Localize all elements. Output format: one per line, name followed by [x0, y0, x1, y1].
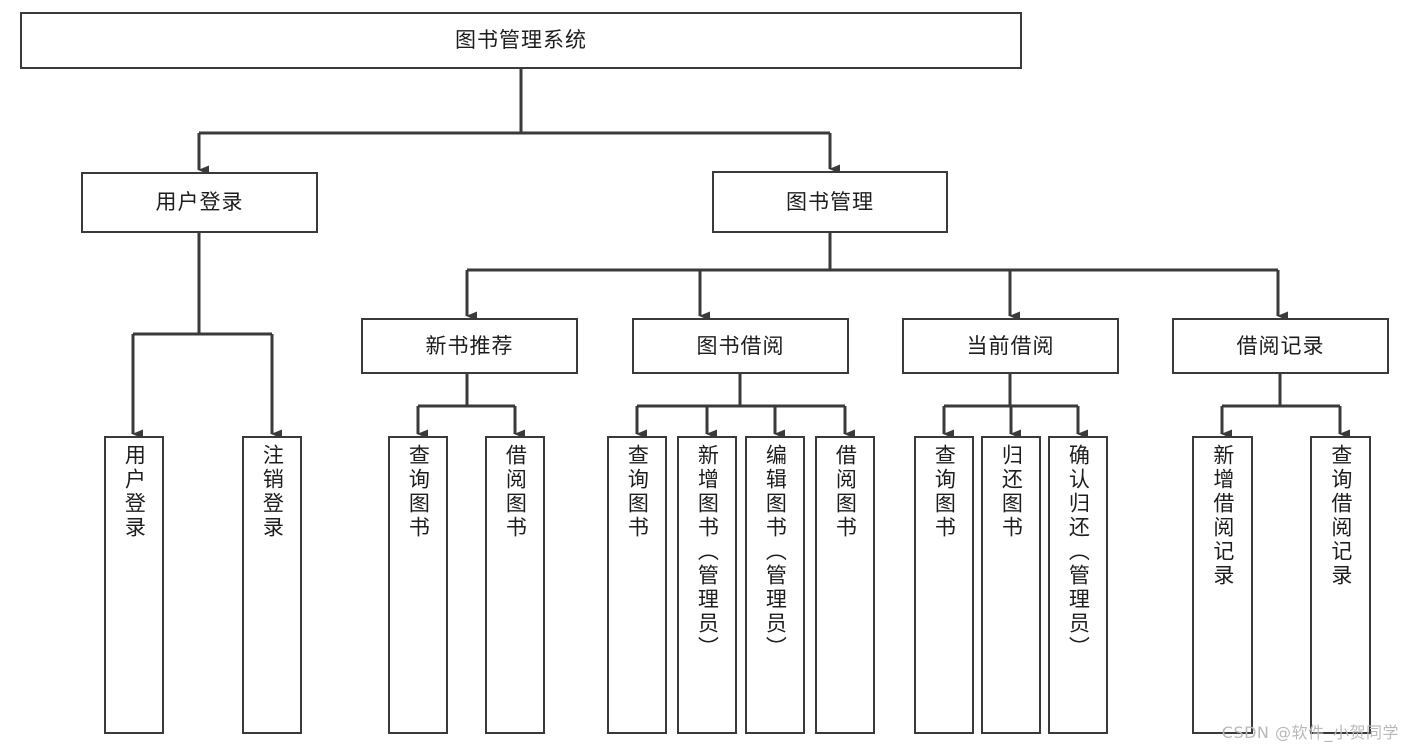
leaf-query-book-borrow[interactable]: 查询图书 — [607, 436, 667, 734]
leaf-query-borrow-record-label: 查询借阅记录 — [1328, 444, 1353, 588]
node-root-label: 图书管理系统 — [455, 28, 587, 53]
leaf-add-borrow-record-label: 新增借阅记录 — [1210, 444, 1235, 588]
leaf-edit-book-admin[interactable]: 编辑图书（管理员） — [745, 436, 805, 734]
leaf-add-borrow-record[interactable]: 新增借阅记录 — [1192, 436, 1253, 734]
node-borrow-records[interactable]: 借阅记录 — [1172, 318, 1389, 374]
leaf-borrow-book-label: 借阅图书 — [833, 444, 858, 540]
node-borrow-records-label: 借阅记录 — [1236, 333, 1325, 358]
leaf-return-book[interactable]: 归还图书 — [981, 436, 1041, 734]
watermark: CSDN @软件_小贺同学 — [1221, 723, 1399, 742]
leaf-confirm-return-admin[interactable]: 确认归还（管理员） — [1048, 436, 1108, 734]
node-book-borrow[interactable]: 图书借阅 — [632, 318, 849, 374]
node-book-borrow-label: 图书借阅 — [696, 333, 785, 358]
leaf-return-book-label: 归还图书 — [999, 444, 1024, 540]
leaf-user-logout-label: 注销登录 — [260, 444, 285, 540]
leaf-borrow-book[interactable]: 借阅图书 — [815, 436, 875, 734]
leaf-query-book-recommend[interactable]: 查询图书 — [388, 436, 448, 734]
leaf-query-book-recommend-label: 查询图书 — [406, 444, 431, 540]
leaf-borrow-book-recommend[interactable]: 借阅图书 — [485, 436, 545, 734]
node-user-login-label: 用户登录 — [155, 190, 244, 215]
leaf-borrow-book-recommend-label: 借阅图书 — [503, 444, 528, 540]
leaf-query-book-current-label: 查询图书 — [932, 444, 957, 540]
node-new-book-recommend-label: 新书推荐 — [425, 333, 514, 358]
node-current-borrow-label: 当前借阅 — [966, 333, 1055, 358]
leaf-query-book-current[interactable]: 查询图书 — [914, 436, 974, 734]
node-book-management-label: 图书管理 — [786, 189, 874, 214]
leaf-add-book-admin-label: 新增图书（管理员） — [695, 444, 720, 660]
node-new-book-recommend[interactable]: 新书推荐 — [361, 318, 578, 374]
node-root[interactable]: 图书管理系统 — [20, 12, 1022, 69]
leaf-user-login-label: 用户登录 — [122, 444, 147, 540]
leaf-confirm-return-admin-label: 确认归还（管理员） — [1066, 444, 1091, 660]
leaf-user-login[interactable]: 用户登录 — [104, 436, 164, 734]
leaf-edit-book-admin-label: 编辑图书（管理员） — [763, 444, 788, 660]
leaf-query-book-borrow-label: 查询图书 — [625, 444, 650, 540]
node-user-login[interactable]: 用户登录 — [81, 172, 318, 233]
node-current-borrow[interactable]: 当前借阅 — [902, 318, 1119, 374]
node-book-management[interactable]: 图书管理 — [712, 171, 948, 233]
leaf-add-book-admin[interactable]: 新增图书（管理员） — [677, 436, 737, 734]
leaf-query-borrow-record[interactable]: 查询借阅记录 — [1310, 436, 1371, 734]
leaf-user-logout[interactable]: 注销登录 — [242, 436, 302, 734]
